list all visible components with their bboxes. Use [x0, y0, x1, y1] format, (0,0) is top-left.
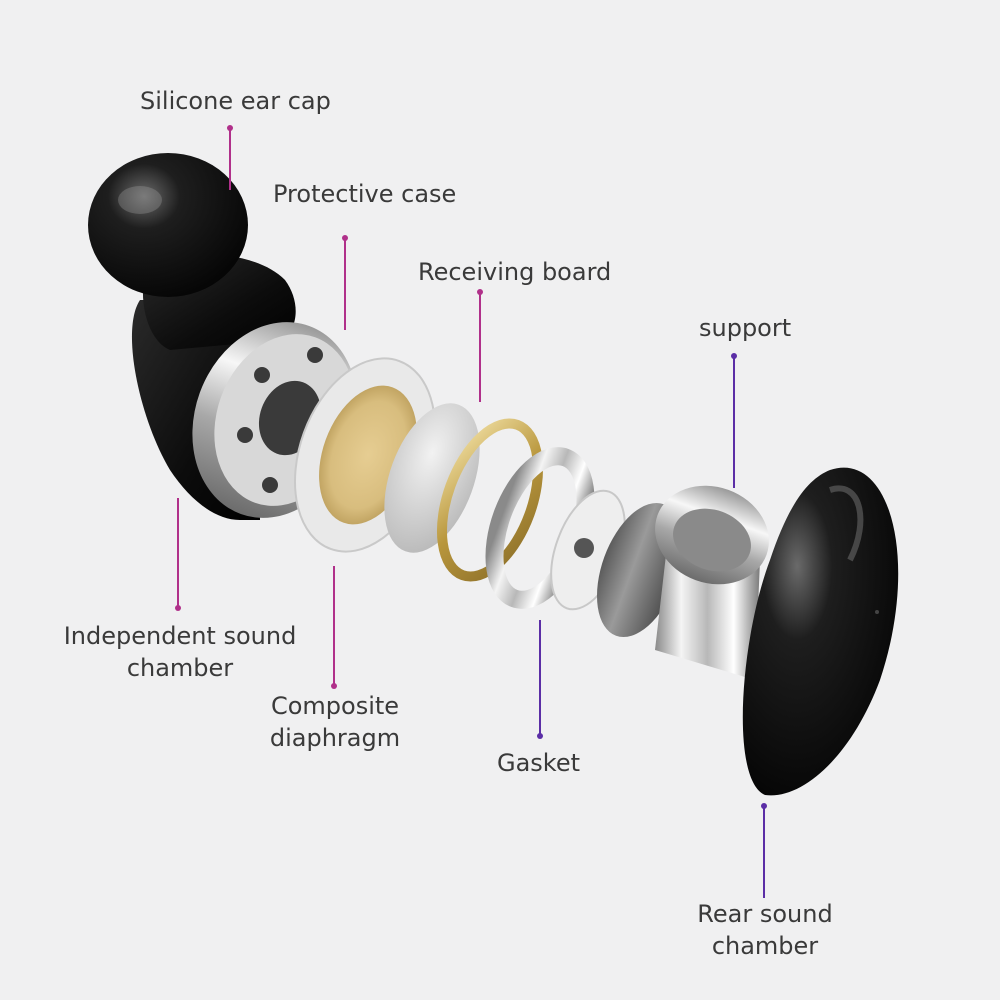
label-rear-sound-chamber-line1: Rear sound [697, 900, 833, 928]
label-independent-sound-chamber: Independent sound chamber [40, 620, 320, 684]
label-composite-diaphragm-line1: Composite [270, 692, 400, 720]
label-protective-case: Protective case [273, 180, 457, 208]
label-independent-sound-chamber-line1: Independent sound [63, 622, 297, 650]
label-support: support [699, 314, 792, 342]
leader-lines [175, 125, 767, 898]
receiving-board-shape [384, 403, 480, 553]
label-composite-diaphragm: Composite diaphragm [240, 690, 430, 754]
gold-ring-shape [436, 418, 544, 582]
label-rear-sound-chamber-line2: chamber [711, 932, 819, 960]
label-rear-sound-chamber: Rear sound chamber [670, 898, 860, 962]
label-independent-sound-chamber-line2: chamber [126, 654, 234, 682]
support-shape [655, 485, 769, 680]
label-silicone-ear-cap: Silicone ear cap [140, 87, 331, 115]
label-composite-diaphragm-line2: diaphragm [269, 724, 401, 752]
label-gasket: Gasket [497, 749, 581, 777]
rear-sound-chamber-shape [742, 467, 899, 796]
label-receiving-board: Receiving board [418, 258, 612, 286]
